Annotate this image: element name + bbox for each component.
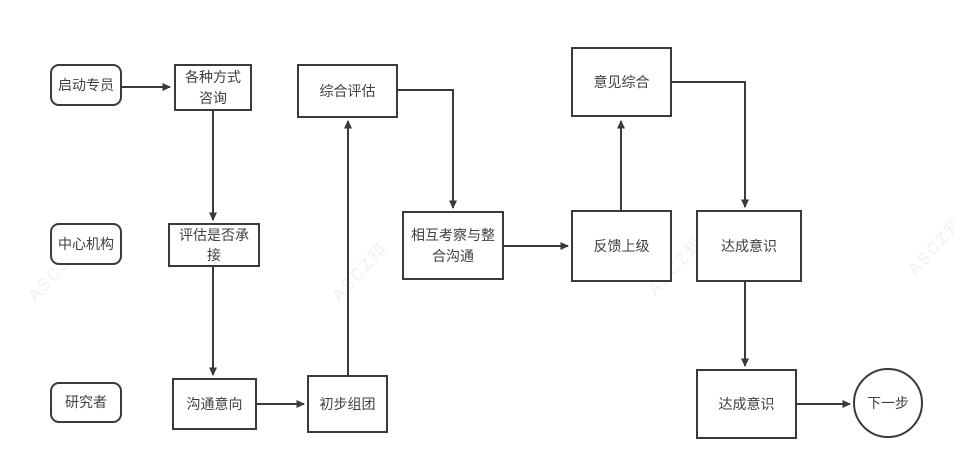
flow-node-comprehensive-evaluation: 综合评估 xyxy=(297,64,398,118)
flow-node-reach-consensus-lower: 达成意识 xyxy=(696,369,797,439)
lane-node-researcher: 研究者 xyxy=(50,382,122,423)
node-label: 达成意识 xyxy=(718,395,775,412)
lane-label: 启动专员 xyxy=(58,76,114,93)
flow-node-next-step: 下一步 xyxy=(853,368,923,438)
node-label: 意见综合 xyxy=(593,73,650,90)
flow-node-evaluate-acceptance: 评估是否承接 xyxy=(168,223,260,267)
flow-node-various-consult-methods: 各种方式咨询 xyxy=(174,64,252,111)
flow-node-preliminary-grouping: 初步组团 xyxy=(307,375,388,433)
node-label: 沟通意向 xyxy=(186,395,243,412)
flow-node-opinion-synthesis: 意见综合 xyxy=(571,47,672,117)
node-label: 相互考察与整合沟通 xyxy=(411,227,495,264)
node-label: 达成意识 xyxy=(721,237,777,254)
lane-label: 中心机构 xyxy=(58,235,114,252)
lane-node-central-agency: 中心机构 xyxy=(50,223,122,265)
lane-label: 研究者 xyxy=(65,394,107,411)
node-label: 初步组团 xyxy=(319,395,376,412)
flow-node-communicate-intent: 沟通意向 xyxy=(172,378,257,430)
flow-node-reach-consensus-upper: 达成意识 xyxy=(696,210,802,282)
node-label: 下一步 xyxy=(867,394,909,411)
node-label: 反馈上级 xyxy=(593,237,650,254)
node-label: 综合评估 xyxy=(319,82,376,99)
node-label: 评估是否承接 xyxy=(179,226,249,263)
lane-node-start-specialist: 启动专员 xyxy=(50,64,122,106)
node-label: 各种方式咨询 xyxy=(185,69,241,106)
flow-node-feedback-superior: 反馈上级 xyxy=(571,210,672,282)
flow-node-mutual-inspection-integration: 相互考察与整合沟通 xyxy=(402,211,504,280)
